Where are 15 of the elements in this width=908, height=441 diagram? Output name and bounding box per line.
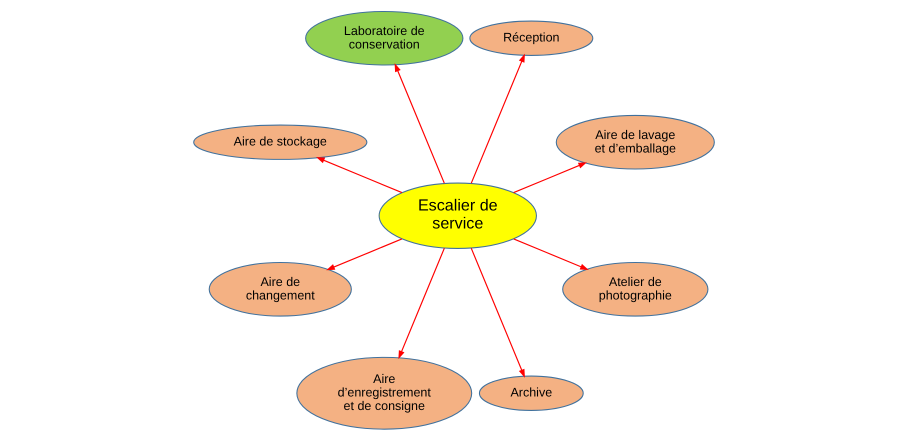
node-ellipse: Aire de stockage [193, 124, 368, 160]
node-ellipse: Escalier de service [378, 182, 537, 249]
node-ellipse: Laboratoire de conservation [305, 10, 464, 66]
arrow [326, 238, 402, 270]
node-ellipse: Aire de changement [208, 262, 352, 317]
arrow [394, 63, 445, 184]
arrow [316, 157, 402, 194]
arrow [514, 162, 587, 194]
node-ellipse: Archive [478, 376, 584, 411]
arrow [514, 238, 589, 270]
node-ellipse: Aire d’enregistrement et de consigne [296, 356, 472, 430]
arrow [470, 54, 525, 184]
arrow [470, 248, 525, 378]
arrow [398, 248, 445, 360]
node-ellipse: Réception [469, 20, 594, 56]
